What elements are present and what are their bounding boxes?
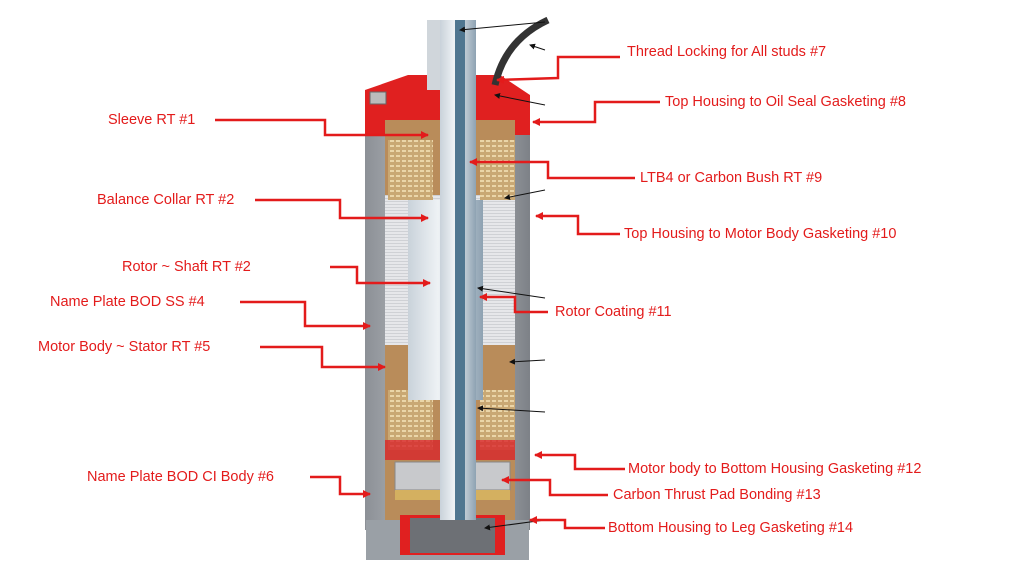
label-leg-gasketing: Bottom Housing to Leg Gasketing #14	[608, 520, 854, 536]
arrow-7	[496, 55, 620, 84]
arrow-9	[469, 158, 635, 180]
label-sleeve: Sleeve RT #1	[108, 112, 196, 128]
arrow-6	[310, 475, 371, 498]
motor-body	[365, 16, 550, 560]
label-thread-locking: Thread Locking for All studs #7	[627, 44, 827, 60]
arrow-8	[532, 100, 660, 126]
callout-arrows	[215, 55, 660, 530]
arrow-3	[330, 265, 431, 287]
arrow-2	[255, 198, 429, 222]
label-name-plate-ci: Name Plate BOD CI Body #6	[87, 469, 274, 485]
arrow-13	[501, 476, 608, 497]
arrow-12	[534, 451, 625, 471]
label-oil-seal-gasketing: Top Housing to Oil Seal Gasketing #8	[665, 94, 906, 110]
label-motor-body-stator: Motor Body ~ Stator RT #5	[38, 339, 211, 355]
label-rotor-coating: Rotor Coating #11	[555, 304, 672, 320]
arrow-10	[535, 212, 620, 236]
arrow-4	[240, 300, 371, 330]
arrow-1	[215, 118, 429, 139]
reference-arrows	[459, 21, 546, 531]
label-thrust-pad: Carbon Thrust Pad Bonding #13	[613, 487, 821, 503]
arrow-5	[260, 345, 386, 371]
arrow-14	[529, 516, 605, 530]
label-rotor-shaft: Rotor ~ Shaft RT #2	[122, 259, 251, 275]
label-motor-body-gasketing: Top Housing to Motor Body Gasketing #10	[624, 226, 897, 242]
label-name-plate-ss: Name Plate BOD SS #4	[50, 294, 205, 310]
arrow-11	[479, 293, 548, 314]
label-carbon-bush: LTB4 or Carbon Bush RT #9	[640, 170, 823, 186]
label-bottom-housing-gasketing: Motor body to Bottom Housing Gasketing #…	[628, 461, 922, 477]
label-balance-collar: Balance Collar RT #2	[97, 192, 235, 208]
